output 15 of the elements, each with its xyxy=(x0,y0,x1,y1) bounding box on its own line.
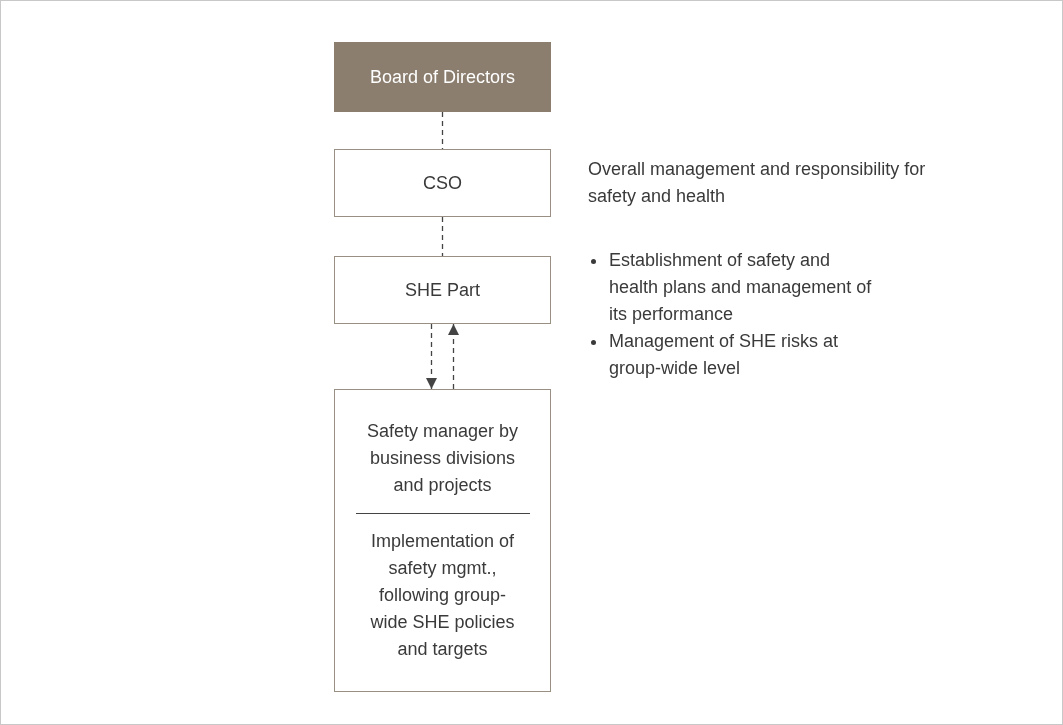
bullet-item: Management of SHE risks at group-wide level xyxy=(609,331,839,378)
bullet-item: Establishment of safety and health plans and management of its performance xyxy=(609,250,872,324)
org-box xyxy=(334,389,551,692)
board-box xyxy=(334,42,551,112)
box-title: Safety manager by business divisions and projects xyxy=(365,420,520,497)
box-title: CSO xyxy=(422,171,463,195)
box-description: Implementation of safety mgmt., following group-wide SHE policies and targets xyxy=(369,530,516,661)
description-text: Overall management and responsibility for safety and health xyxy=(588,158,927,208)
box-title: Board of Directors xyxy=(368,65,517,89)
org-box xyxy=(334,256,551,324)
connector-line xyxy=(441,216,444,257)
arrow xyxy=(426,323,437,390)
arrow xyxy=(448,323,459,390)
box-title: SHE Part xyxy=(404,278,481,302)
org-box xyxy=(334,149,551,217)
